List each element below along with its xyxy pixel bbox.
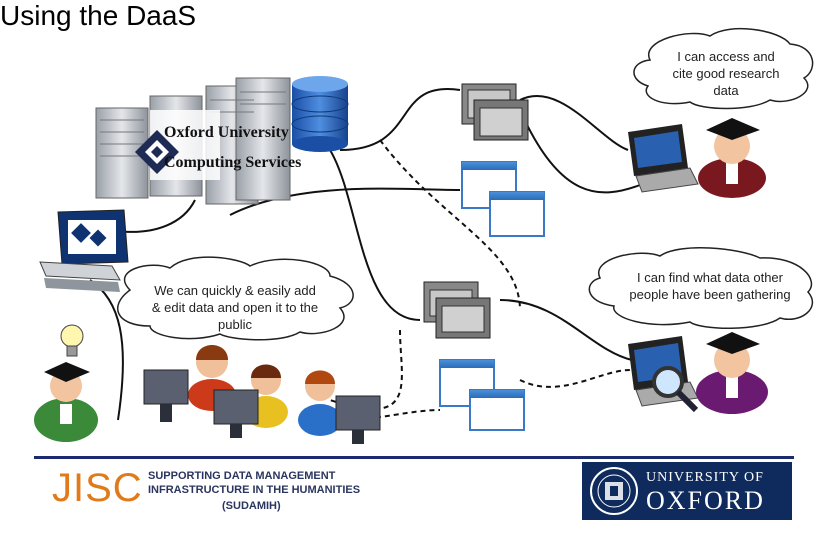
services-name-line1: Oxford University: [164, 124, 289, 141]
database-icon: [291, 76, 349, 152]
depositor-group: [143, 345, 381, 444]
monitor-icon: [143, 369, 381, 431]
sudamih-line1: SUPPORTING DATA MANAGEMENT: [148, 470, 336, 482]
page-title: Using the DaaS: [0, 0, 197, 31]
speech-bubble-depositors: [116, 256, 354, 341]
bubble-text-citer: I can access and cite good research data: [672, 49, 780, 98]
link-workstation-to-user: [89, 279, 124, 421]
dataset-folders-top: [461, 83, 529, 141]
workstation-computer-icon: [39, 209, 129, 292]
oxford-crest-icon: [590, 467, 638, 515]
dataset-windows-top: [461, 161, 545, 237]
jisc-logo: JISC: [52, 466, 143, 510]
graduate-avatar: [696, 332, 768, 414]
dataset-folders-bottom: [423, 281, 491, 339]
oucs-logo-icon: [135, 110, 220, 180]
link-folders-to-citer-2: [519, 109, 641, 194]
bubble-text-depositors: We can quickly & easily add & edit data …: [151, 283, 319, 332]
oxford-logo: UNIVERSITY OF OXFORD: [582, 462, 792, 520]
oxford-line2: OXFORD: [646, 486, 765, 515]
team-member-avatar: [298, 370, 342, 436]
services-name-line2: Computing Services: [164, 154, 302, 171]
speech-bubble-citer: [633, 27, 814, 110]
dataset-windows-bottom: [439, 359, 525, 431]
footer-divider: [34, 456, 794, 459]
graduate-avatar: [698, 118, 766, 198]
link-server-to-upper-folders: [339, 88, 461, 151]
lightbulb-icon: [60, 324, 84, 357]
sudamih-line2: INFRASTRUCTURE IN THE HUMANITIES: [148, 484, 361, 496]
graduate-avatar: [34, 362, 98, 442]
bubble-text-finder: I can find what data other people have b…: [629, 270, 791, 302]
magnifier-icon: [652, 366, 699, 413]
laptop-icon: [628, 124, 699, 193]
speech-bubble-finder: [588, 247, 814, 329]
server-unit: [235, 77, 291, 201]
oxford-line1: UNIVERSITY OF: [646, 470, 764, 485]
link-folders-to-citer: [519, 94, 629, 151]
sudamih-line3: (SUDAMIH): [222, 500, 281, 512]
link-server-to-uploads: [329, 149, 421, 321]
